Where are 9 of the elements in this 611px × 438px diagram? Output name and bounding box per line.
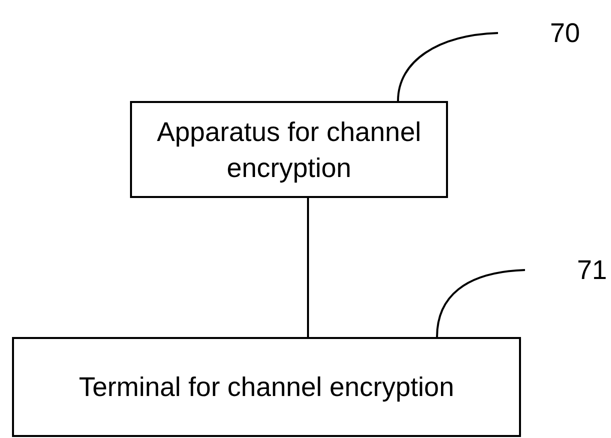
block-box bbox=[130, 101, 448, 198]
block-box bbox=[12, 337, 521, 437]
callout-number: 71 bbox=[577, 255, 611, 285]
block-label: Apparatus for channel encryption bbox=[156, 116, 422, 185]
leader-line bbox=[436, 269, 526, 338]
block-label: Terminal for channel encryption bbox=[78, 371, 454, 404]
callout-number: 70 bbox=[550, 18, 586, 48]
leader-line bbox=[397, 32, 498, 102]
connector-line bbox=[307, 198, 309, 337]
